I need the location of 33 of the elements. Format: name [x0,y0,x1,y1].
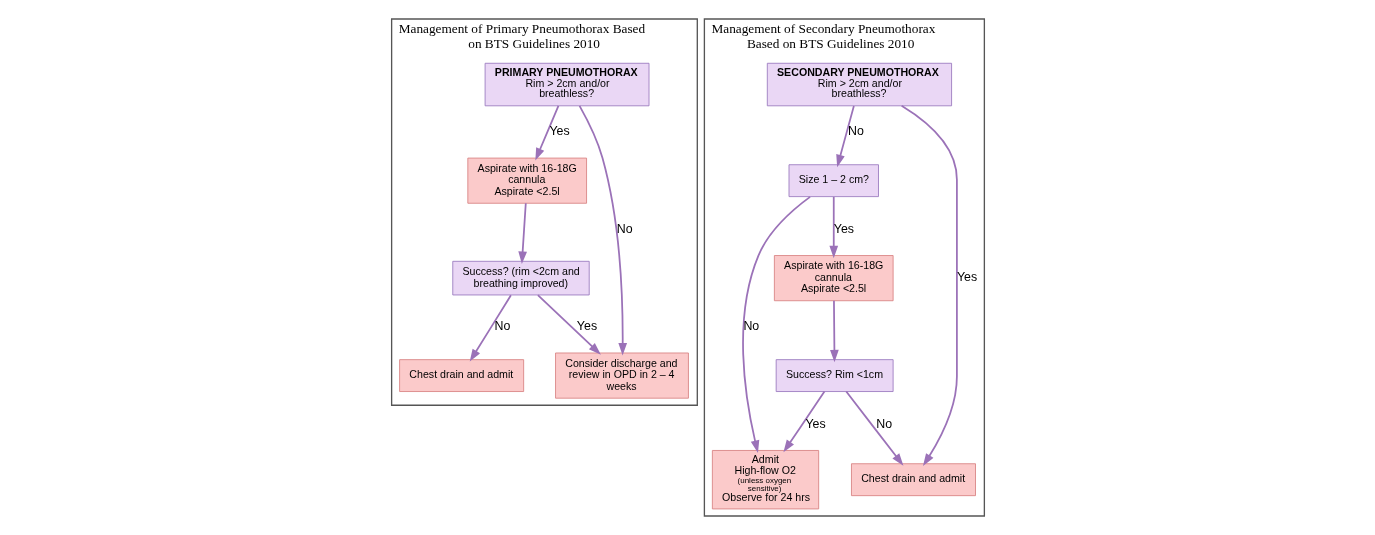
arrow [469,294,512,362]
edge-label: No [616,221,633,236]
edge-label: No [742,319,759,334]
arrow [844,390,903,466]
edge-label: No [875,416,892,431]
node-box: Consider discharge and review in OPD in 2 – 4 weeks [554,352,689,399]
node-box: Success? (rim <2cm and breathing improved) [451,260,590,296]
arrow [828,196,838,259]
edge-label: Yes [576,319,597,334]
arrow [534,105,559,161]
edge-label: No [847,124,864,139]
node-box: SECONDARY PNEUMOTHORAX Rim > 2cm and/or breathless? [766,62,952,107]
node-box: Aspirate with 16-18G cannula Aspirate <2.5l [773,255,894,302]
edge-label: Yes [548,124,570,139]
arrow [517,202,527,264]
arrow [741,195,811,453]
node-box: Chest drain and admit [398,359,524,392]
arrow [835,105,855,168]
arrow [578,105,627,356]
node-box: Chest drain and admit [850,463,976,497]
edge-label: No [493,319,510,334]
arrow [536,294,601,355]
edge-label: Yes [956,270,977,285]
edge-label: Yes [833,221,854,236]
node-box: Success? Rim <1cm [775,359,894,392]
arrow [829,299,839,363]
node-box: PRIMARY PNEUMOTHORAX Rim > 2cm and/or breathless? [484,62,649,107]
node-box: Admit High-flow O2 (unless oxygen sensitive) Observe for 24 hrs [711,450,819,510]
arrow [782,390,825,453]
node-box: Size 1 – 2 cm? [788,164,879,198]
node-box: Aspirate with 16-18G cannula Aspirate <2.5l [466,157,587,204]
edge-label: Yes [804,416,826,431]
arrow [900,104,958,466]
